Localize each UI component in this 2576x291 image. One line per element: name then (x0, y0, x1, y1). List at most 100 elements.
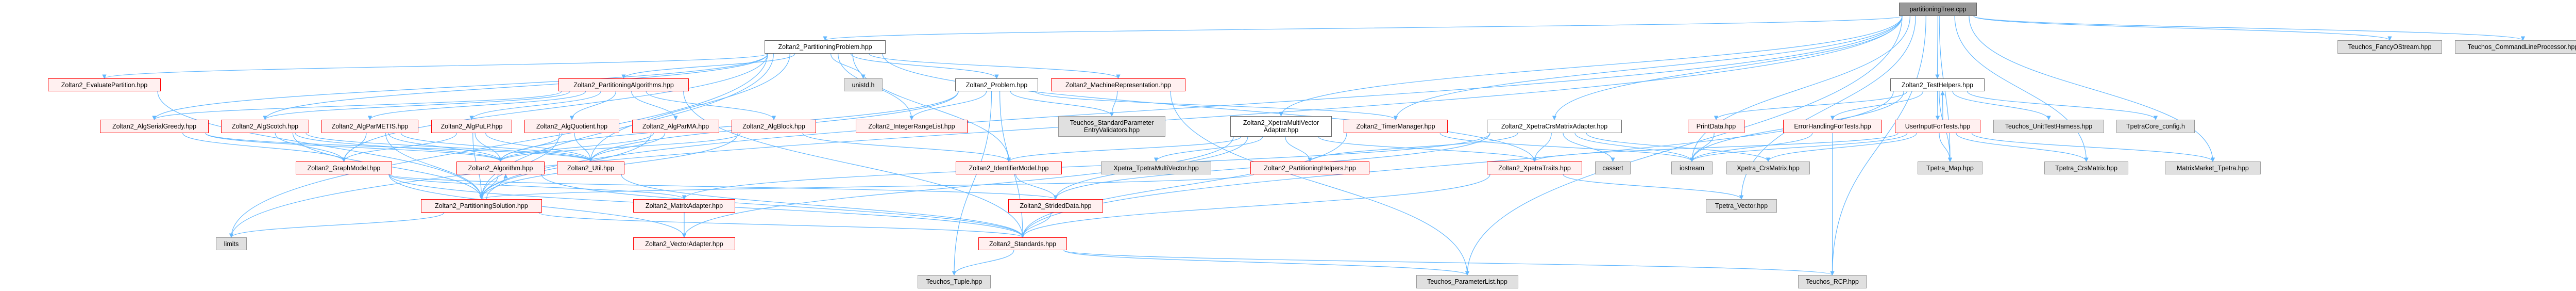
edge-uift-to-tcrs (1956, 133, 2089, 162)
node-pp[interactable]: Zoltan2_PartitioningProblem.hpp (765, 40, 886, 54)
node-cassert[interactable]: cassert (1595, 161, 1631, 174)
node-madapt[interactable]: Zoltan2_MatrixAdapter.hpp (633, 199, 735, 213)
edge-palg-to-pulp (469, 91, 601, 120)
node-xcrsm[interactable]: Xpetra_CrsMatrix.hpp (1726, 161, 1810, 174)
edge-palg-to-scotch (263, 91, 570, 120)
edge-pp-to-util (588, 53, 790, 162)
node-xcrs[interactable]: Zoltan2_XpetraCrsMatrixAdapter.hpp (1487, 120, 1622, 133)
edge-palg-to-parmetis (367, 91, 586, 120)
node-mmt[interactable]: MatrixMarket_Tpetra.hpp (2165, 161, 2261, 174)
node-irl[interactable]: Zoltan2_IntegerRangeList.hpp (856, 120, 968, 133)
node-tcrs[interactable]: Tpetra_CrsMatrix.hpp (2044, 161, 2128, 174)
edge-xmva-to-vadapt (682, 136, 1234, 238)
node-scotch[interactable]: Zoltan2_AlgScotch.hpp (221, 120, 309, 133)
node-algorithm[interactable]: Zoltan2_Algorithm.hpp (456, 161, 545, 174)
node-unistd[interactable]: unistd.h (844, 78, 883, 91)
node-pulp[interactable]: Zoltan2_AlgPuLP.hpp (431, 120, 512, 133)
node-strided[interactable]: Zoltan2_StridedData.hpp (1008, 199, 1103, 213)
edge-root-to-iostream (1689, 15, 1911, 162)
node-printdata[interactable]: PrintData.hpp (1688, 120, 1744, 133)
node-iostream[interactable]: iostream (1671, 161, 1713, 174)
edge-timer-to-standards (1020, 133, 1347, 238)
node-label: Zoltan2_AlgBlock.hpp (742, 123, 805, 130)
node-plist[interactable]: Teuchos_ParameterList.hpp (1416, 275, 1518, 288)
node-eval[interactable]: Zoltan2_EvaluatePartition.hpp (48, 78, 161, 91)
node-tvec[interactable]: Tpetra_Vector.hpp (1706, 199, 1777, 213)
edge-standards-to-plist (1063, 250, 1469, 276)
node-rcp[interactable]: Teuchos_RCP.hpp (1798, 275, 1867, 288)
node-problem[interactable]: Zoltan2_Problem.hpp (955, 78, 1038, 91)
node-label: ErrorHandlingForTests.hpp (1794, 123, 1871, 130)
node-graphmodel[interactable]: Zoltan2_GraphModel.hpp (296, 161, 392, 174)
edge-xmva-to-xtmv (1154, 136, 1263, 162)
node-ehft[interactable]: ErrorHandlingForTests.hpp (1783, 120, 1882, 133)
node-fancy[interactable]: Teuchos_FancyOStream.hpp (2337, 40, 2442, 54)
edge-psol-to-limits (229, 212, 445, 238)
edge-eval-to-psol (157, 91, 484, 200)
edge-pp-to-machine (869, 53, 1121, 79)
node-label: Xpetra_CrsMatrix.hpp (1737, 164, 1800, 172)
node-label: Zoltan2_XpetraMultiVector (1243, 119, 1319, 126)
node-tcc[interactable]: TpetraCore_config.h (2116, 120, 2195, 133)
node-vadapt[interactable]: Zoltan2_VectorAdapter.hpp (633, 237, 735, 250)
edge-xcrs-to-cassert (1563, 133, 1615, 162)
node-xtmv[interactable]: Xpetra_TpetraMultiVector.hpp (1101, 161, 1211, 174)
node-greedy[interactable]: Zoltan2_AlgSerialGreedy.hpp (100, 120, 209, 133)
node-phelp[interactable]: Zoltan2_PartitioningHelpers.hpp (1250, 161, 1369, 174)
node-timer[interactable]: Zoltan2_TimerManager.hpp (1344, 120, 1448, 133)
node-label: cassert (1602, 164, 1623, 172)
edge-palg-to-quotient (569, 91, 617, 120)
edge-root-to-mmt (1969, 15, 2215, 162)
node-machine[interactable]: Zoltan2_MachineRepresentation.hpp (1051, 78, 1185, 91)
edge-root-to-rcp (1830, 15, 1926, 276)
node-label: Zoltan2_AlgScotch.hpp (231, 123, 299, 130)
edge-parma-to-util (588, 133, 666, 162)
node-uth[interactable]: Teuchos_UnitTestHarness.hpp (1993, 120, 2104, 133)
node-parma[interactable]: Zoltan2_AlgParMA.hpp (632, 120, 719, 133)
node-standards[interactable]: Zoltan2_Standards.hpp (978, 237, 1067, 250)
node-idmodel[interactable]: Zoltan2_IdentifierModel.hpp (956, 161, 1062, 174)
edge-xcrs-to-iostream (1574, 133, 1694, 162)
node-label: Zoltan2_PartitioningAlgorithms.hpp (573, 81, 674, 89)
node-tuple[interactable]: Teuchos_Tuple.hpp (918, 275, 991, 288)
node-label: Zoltan2_AlgParMA.hpp (642, 123, 709, 130)
node-label: PrintData.hpp (1696, 123, 1736, 130)
node-util[interactable]: Zoltan2_Util.hpp (557, 161, 624, 174)
node-label: partitioningTree.cpp (1909, 6, 1967, 13)
node-label: Zoltan2_IdentifierModel.hpp (969, 164, 1049, 172)
node-block[interactable]: Zoltan2_AlgBlock.hpp (732, 120, 816, 133)
node-palg[interactable]: Zoltan2_PartitioningAlgorithms.hpp (558, 78, 689, 91)
node-parmetis[interactable]: Zoltan2_AlgParMETIS.hpp (321, 120, 418, 133)
node-label: Zoltan2_XpetraCrsMatrixAdapter.hpp (1501, 123, 1608, 130)
node-psol[interactable]: Zoltan2_PartitioningSolution.hpp (421, 199, 542, 213)
node-limits[interactable]: limits (216, 237, 247, 250)
edge-block-to-idmodel (802, 133, 1011, 162)
edge-psol-to-standards (538, 212, 1025, 238)
edge-machine-to-spev (1109, 91, 1118, 117)
node-label: Zoltan2_IntegerRangeList.hpp (868, 123, 955, 130)
node-clp[interactable]: Teuchos_CommandLineProcessor.hpp (2455, 40, 2576, 54)
node-tmap[interactable]: Tpetra_Map.hpp (1918, 161, 1982, 174)
edge-testhelpers-to-uth (1952, 91, 2051, 120)
node-label: limits (224, 240, 239, 248)
node-label: Zoltan2_PartitioningSolution.hpp (435, 202, 528, 209)
edge-parmetis-to-psol (385, 133, 484, 200)
node-testhelpers[interactable]: Zoltan2_TestHelpers.hpp (1890, 78, 1985, 91)
edge-strided-to-standards (1020, 212, 1052, 238)
node-label: Zoltan2_StridedData.hpp (1020, 202, 1092, 209)
node-uift[interactable]: UserInputForTests.hpp (1895, 120, 1980, 133)
node-xtraits[interactable]: Zoltan2_XpetraTraits.hpp (1487, 161, 1582, 174)
edge-standards-to-rcp (1063, 250, 1835, 276)
edge-root-to-xmva (1279, 15, 1903, 117)
node-label: Teuchos_ParameterList.hpp (1427, 278, 1507, 285)
edge-pp-to-idmodel (852, 53, 1011, 162)
edge-ehft-to-iostream (1689, 133, 1813, 162)
node-root[interactable]: partitioningTree.cpp (1899, 3, 1977, 16)
node-quotient[interactable]: Zoltan2_AlgQuotient.hpp (524, 120, 619, 133)
node-label-line2: Adapter.hpp (1263, 126, 1299, 134)
node-label: Teuchos_RCP.hpp (1806, 278, 1859, 285)
edge-uift-to-iostream (1689, 133, 1908, 162)
